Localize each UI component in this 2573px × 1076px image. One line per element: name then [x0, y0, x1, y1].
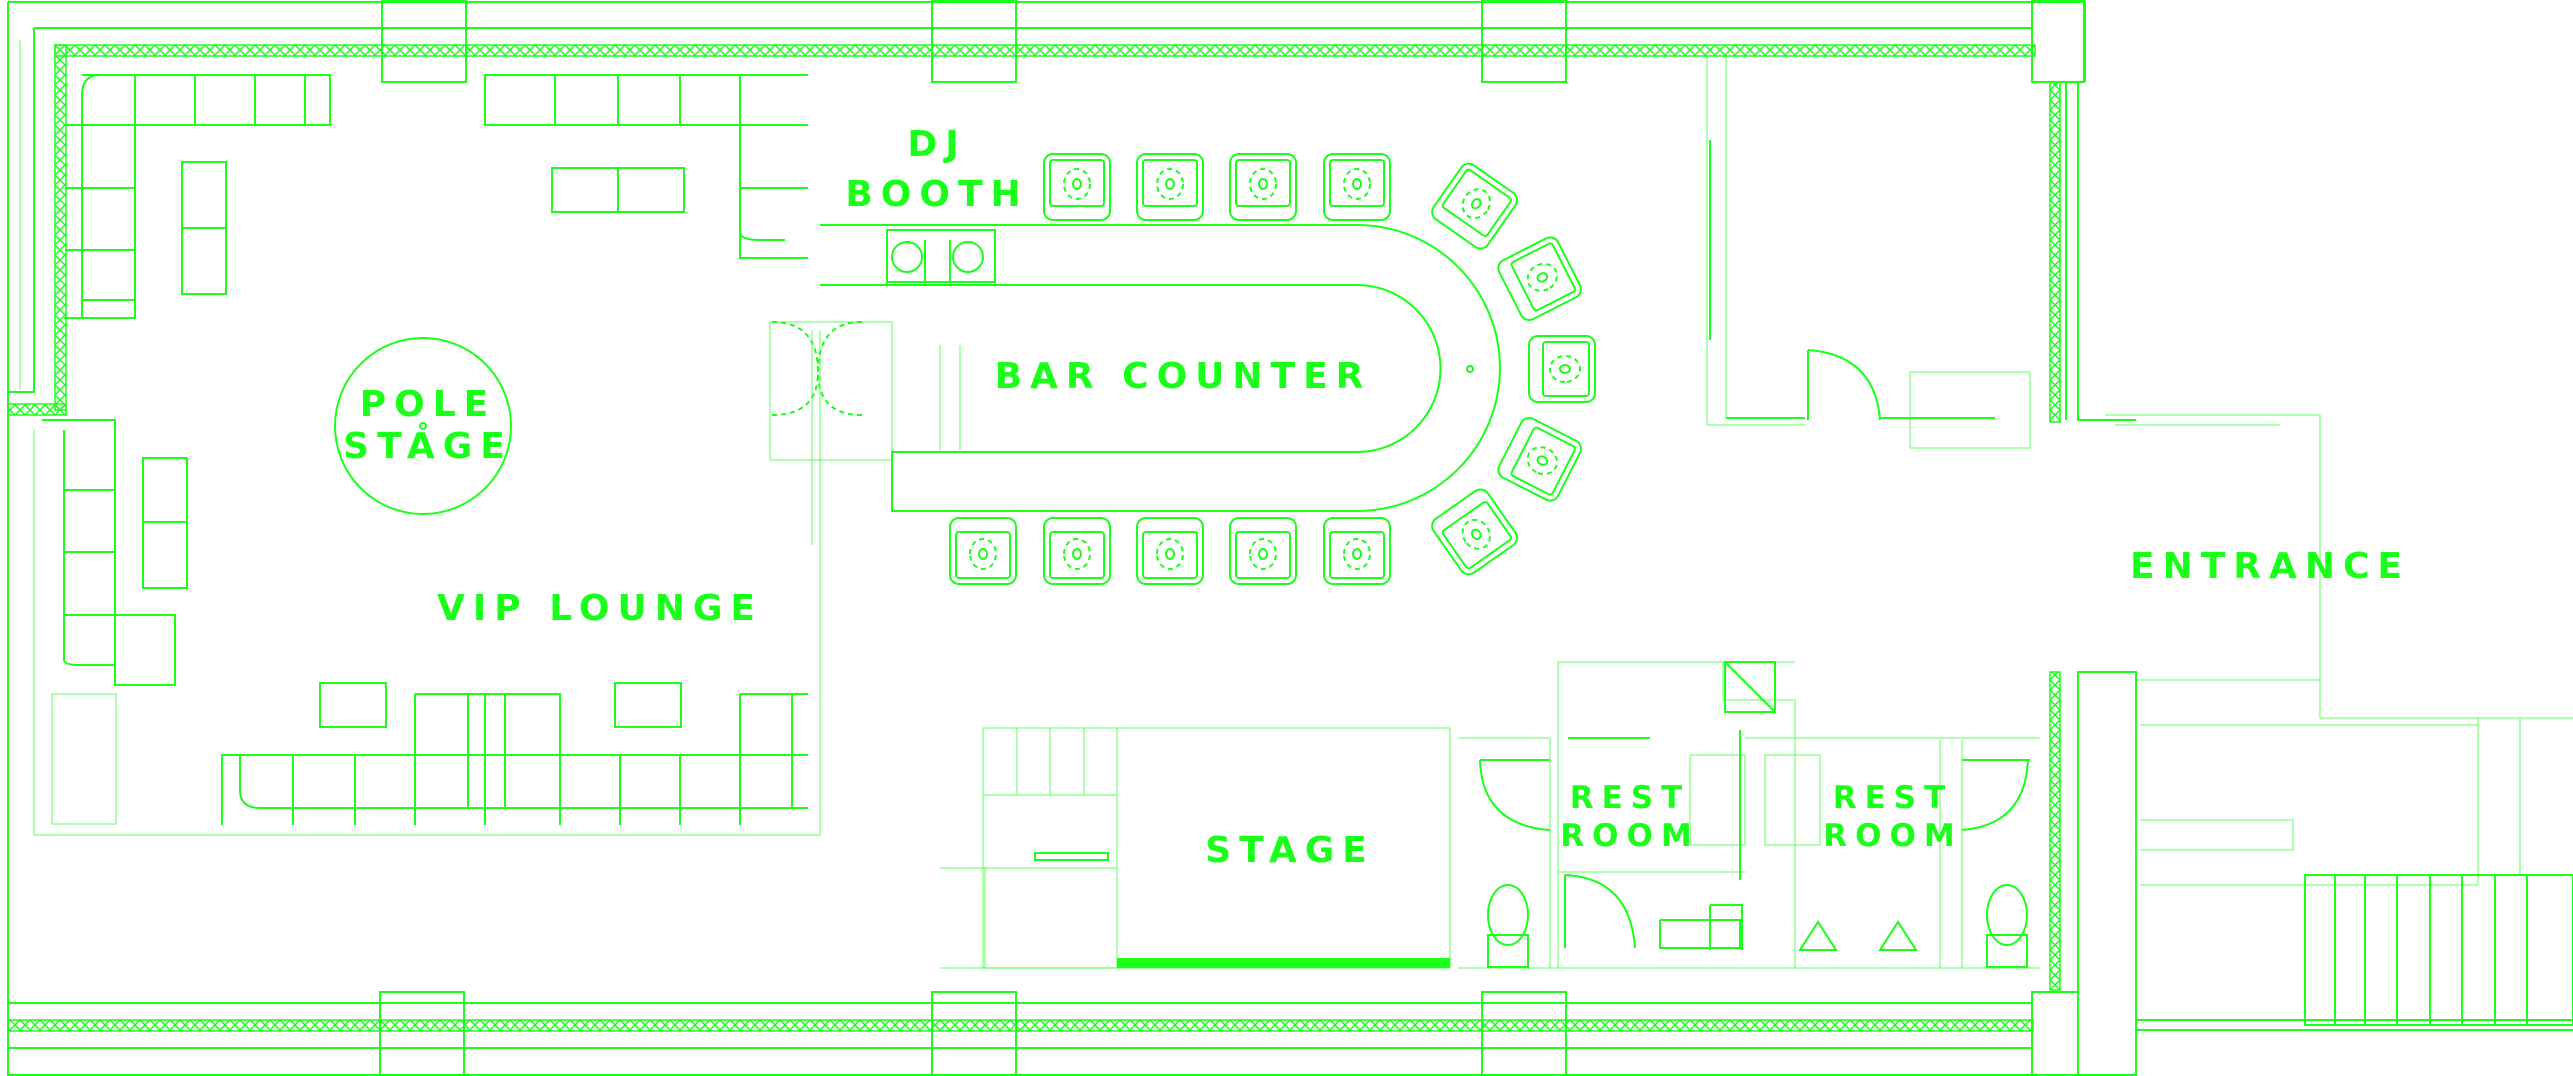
restrooms [1458, 661, 2040, 969]
bar-stool [1136, 517, 1204, 585]
pole-stage-label-2: STAGE [343, 426, 513, 467]
bar-stool [1323, 153, 1391, 221]
back-office [1706, 56, 2573, 886]
rest-room-right-label-1: REST [1833, 780, 1954, 816]
dj-booth-label-1: DJ [907, 124, 966, 165]
bar-counter-label: BAR COUNTER [995, 356, 1372, 397]
bar-stool [1229, 517, 1297, 585]
bar-stool [1229, 153, 1297, 221]
dj-booth-label-2: BOOTH [845, 174, 1028, 215]
rest-room-left-label-2: ROOM [1560, 818, 1699, 854]
bar-stool [1431, 162, 1519, 250]
stage-label: STAGE [1205, 830, 1375, 871]
stage [940, 727, 1451, 969]
bar-counter [769, 224, 1501, 545]
bar-stool [1497, 416, 1582, 502]
bar-stool [1043, 517, 1111, 585]
rest-room-right-label-2: ROOM [1823, 818, 1962, 854]
entrance-label: ENTRANCE [2130, 546, 2410, 587]
bar-stools [949, 153, 1596, 585]
bar-stool [1043, 153, 1111, 221]
columns [379, 0, 2137, 1076]
vip-sofas [42, 74, 808, 825]
bar-stool [1323, 517, 1391, 585]
pole-stage-label-1: POLE [360, 384, 497, 425]
bar-stool [949, 517, 1017, 585]
stairs [2136, 874, 2573, 1031]
pole-stage [334, 337, 512, 515]
bar-stool [1497, 236, 1582, 322]
bar-stool [1528, 335, 1596, 403]
vip-lounge-label: VIP LOUNGE [437, 588, 763, 629]
bar-stool [1136, 153, 1204, 221]
outer-walls [7, 1, 2136, 1076]
bar-stool [1431, 488, 1519, 576]
rest-room-left-label-1: REST [1570, 780, 1691, 816]
